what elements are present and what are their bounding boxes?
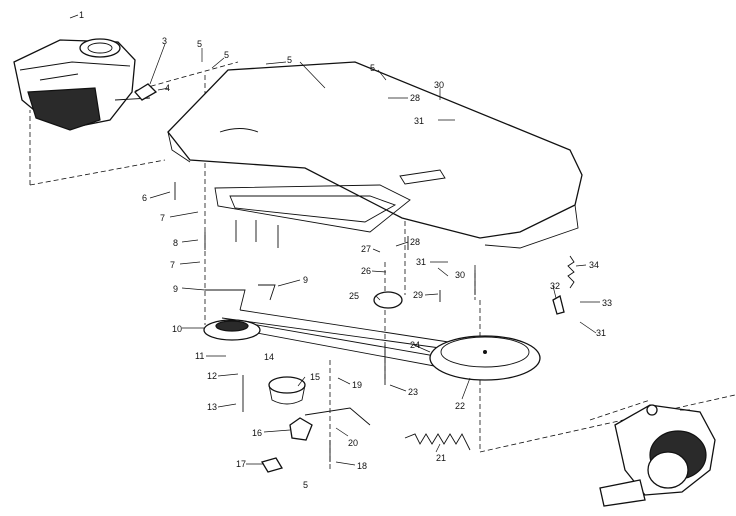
callout-31: 31 [596, 328, 606, 338]
drive-assembly [134, 83, 575, 473]
callout-5: 5 [224, 50, 229, 60]
callout-3: 3 [162, 36, 167, 46]
callout-33: 33 [602, 298, 612, 308]
callout-13: 13 [207, 402, 217, 412]
callout-31: 31 [416, 257, 426, 267]
callout-23: 23 [408, 387, 418, 397]
callout-12: 12 [207, 371, 217, 381]
callout-10: 10 [172, 324, 182, 334]
callout-9: 9 [173, 284, 178, 294]
callout-8: 8 [173, 238, 178, 248]
callout-5: 5 [287, 55, 292, 65]
callout-11: 11 [195, 351, 204, 361]
callout-25: 25 [349, 291, 359, 301]
callout-7: 7 [170, 260, 175, 270]
callout-27: 27 [361, 244, 371, 254]
callout-28: 28 [410, 93, 420, 103]
callout-6: 6 [142, 193, 147, 203]
callout-31: 31 [414, 116, 424, 126]
callout-5: 5 [370, 63, 375, 73]
callout-29: 29 [413, 290, 423, 300]
callout-9: 9 [303, 275, 308, 285]
deck-plate [167, 61, 583, 249]
callout-1: 1 [79, 10, 84, 20]
callout-20: 20 [348, 438, 358, 448]
callout-21: 21 [436, 453, 446, 463]
callout-5: 5 [303, 480, 308, 490]
callout-labels: 1 3 4 5 5 5 5 5 6 7 7 8 9 9 10 11 12 13 … [79, 10, 612, 490]
callout-7: 7 [160, 213, 165, 223]
engine [13, 38, 151, 131]
callout-19: 19 [352, 380, 362, 390]
callout-26: 26 [361, 266, 371, 276]
callout-16: 16 [252, 428, 262, 438]
callout-15: 15 [310, 372, 320, 382]
callout-4: 4 [165, 83, 170, 93]
callout-24: 24 [410, 340, 420, 350]
callout-28: 28 [410, 237, 420, 247]
callout-30: 30 [455, 270, 465, 280]
transmission [599, 404, 716, 507]
callout-32: 32 [550, 281, 560, 291]
callout-34: 34 [589, 260, 599, 270]
leader-lines [69, 14, 600, 466]
callout-14: 14 [264, 352, 274, 362]
callout-17: 17 [236, 459, 246, 469]
callout-22: 22 [455, 401, 465, 411]
callout-18: 18 [357, 461, 367, 471]
callout-30: 30 [434, 80, 444, 90]
callout-5: 5 [197, 39, 202, 49]
